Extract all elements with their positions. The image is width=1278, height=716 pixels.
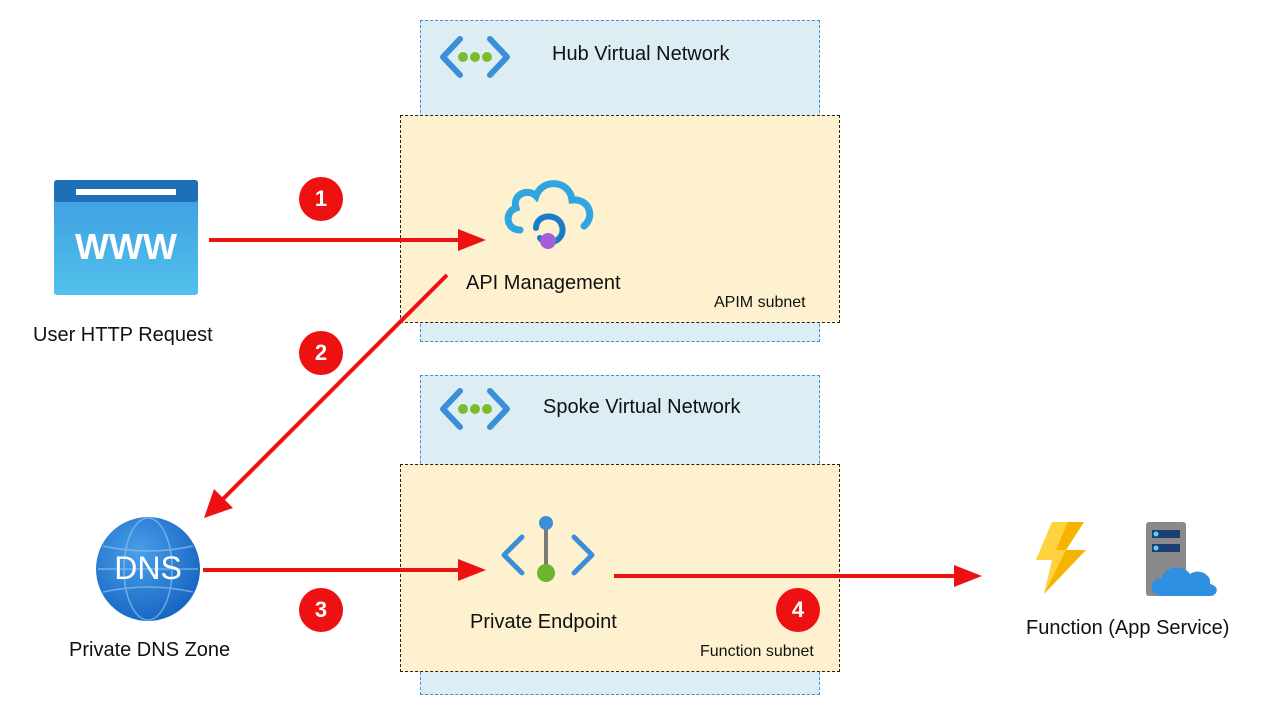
private-endpoint-icon	[500, 513, 596, 598]
hub-vnet-icon	[440, 36, 510, 83]
arrowhead-apim-to-dns	[204, 489, 233, 518]
www-icon: WWW	[54, 180, 198, 295]
app-service-icon	[1140, 522, 1220, 607]
www-text: WWW	[75, 226, 177, 267]
step-badge-2: 2	[299, 331, 343, 375]
hub-vnet-title: Hub Virtual Network	[552, 43, 730, 65]
arrowhead-user-to-apim	[458, 229, 486, 251]
api-management-label: API Management	[466, 272, 621, 294]
step-badge-1: 1	[299, 177, 343, 221]
private-endpoint-label: Private Endpoint	[470, 611, 617, 633]
function-subnet-label: Function subnet	[700, 643, 814, 660]
dns-text: DNS	[114, 550, 182, 586]
dns-zone-label: Private DNS Zone	[69, 639, 231, 661]
api-management-icon	[500, 172, 600, 257]
arrow-apim-to-dns	[214, 273, 449, 508]
step-badge-4: 4	[776, 588, 820, 632]
arrowhead-dns-to-endpoint	[458, 559, 486, 581]
apim-subnet-label: APIM subnet	[714, 294, 806, 311]
arrowhead-endpoint-to-function	[954, 565, 982, 587]
user-request-label: User HTTP Request	[33, 324, 213, 346]
function-label: Function (App Service)	[1026, 617, 1230, 639]
dns-icon: DNS	[95, 516, 201, 622]
step-badge-3: 3	[299, 588, 343, 632]
apim-subnet	[400, 115, 840, 323]
spoke-vnet-icon	[440, 388, 510, 435]
spoke-vnet-title: Spoke Virtual Network	[543, 396, 741, 418]
function-lightning-icon	[1030, 522, 1090, 599]
